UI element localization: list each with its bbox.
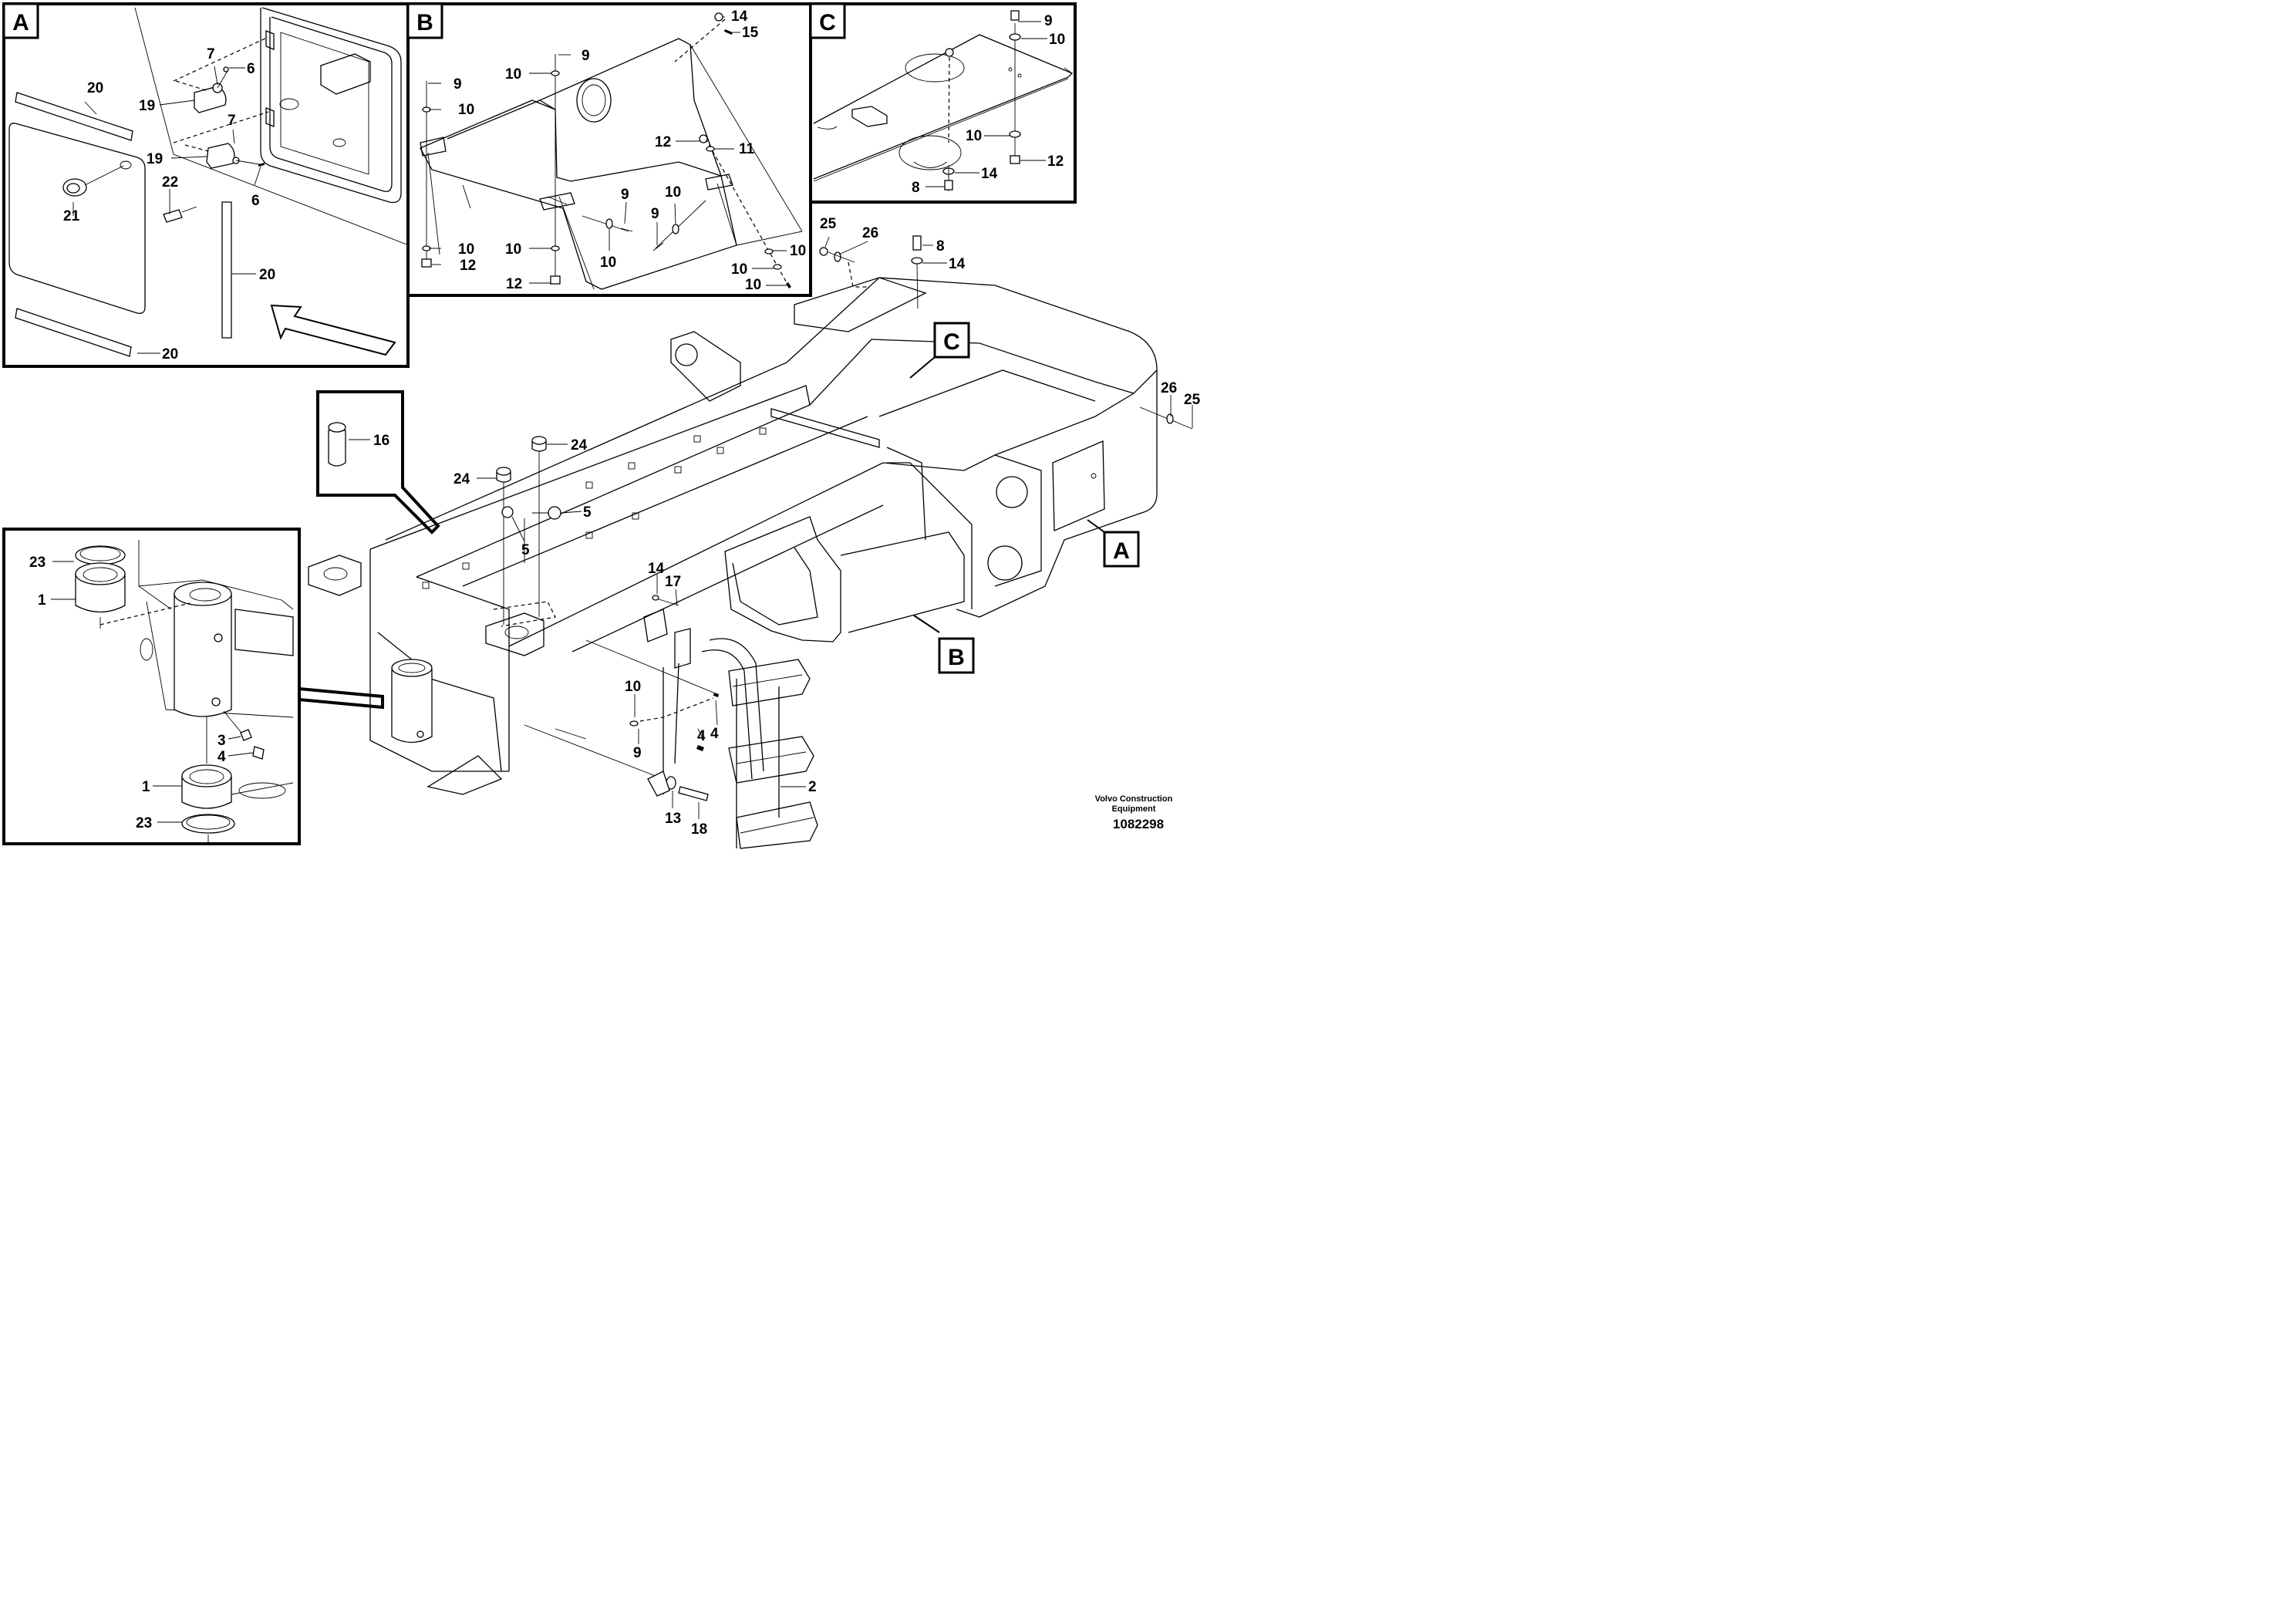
credit-line-2: Equipment: [1112, 804, 1156, 814]
callout-9: 9: [1044, 13, 1053, 29]
callout-26: 26: [862, 225, 878, 241]
callout-14: 14: [981, 166, 998, 182]
callout-1: 1: [142, 779, 150, 795]
callout-18: 18: [691, 821, 707, 838]
callout-7: 7: [207, 46, 215, 62]
callout-10: 10: [1049, 32, 1065, 48]
main-frame: 25 26 8 14 26 25 24 24 5 5 14 17 10 4 9 …: [308, 216, 1201, 849]
detail-16: 16: [316, 390, 440, 534]
callout-24: 24: [453, 471, 470, 487]
callout-20: 20: [259, 267, 275, 283]
callout-19: 19: [147, 151, 163, 167]
callout-6: 6: [251, 193, 260, 209]
svg-text:B: B: [948, 645, 965, 670]
callout-10: 10: [790, 243, 806, 259]
callout-9: 9: [621, 187, 629, 203]
callout-13: 13: [665, 811, 681, 827]
svg-text:C: C: [943, 329, 960, 355]
callout-12: 12: [655, 134, 671, 150]
callout-12: 12: [1047, 153, 1064, 170]
callout-2: 2: [808, 779, 817, 795]
callout-22: 22: [162, 174, 178, 191]
callout-6: 6: [247, 61, 255, 77]
callout-1: 1: [38, 592, 46, 609]
callout-4: 4: [697, 728, 706, 744]
callout-10: 10: [665, 184, 681, 201]
view-marker-b: B: [938, 637, 975, 674]
callout-9: 9: [633, 745, 642, 761]
panel-a: A: [2, 2, 410, 368]
document-number: 1082298: [1113, 817, 1164, 831]
detail-pin: 23 1 3 4 1 23: [2, 528, 384, 845]
callout-8: 8: [936, 238, 945, 255]
callout-17: 17: [665, 574, 681, 590]
callout-14: 14: [949, 256, 966, 272]
callout-12: 12: [460, 258, 476, 274]
credit-line-1: Volvo Construction: [1095, 794, 1173, 804]
callout-10: 10: [731, 261, 747, 278]
callout-3: 3: [217, 733, 226, 749]
callout-9: 9: [651, 206, 659, 222]
callout-21: 21: [63, 208, 80, 224]
callout-9: 10: [745, 277, 761, 293]
callout-8: 8: [912, 180, 920, 196]
panel-c-letter: C: [819, 10, 836, 35]
callout-10: 10: [458, 102, 474, 118]
callout-10: 10: [625, 679, 641, 695]
callout-19: 19: [139, 98, 155, 114]
view-marker-c: C: [933, 322, 970, 359]
callout-14: 14: [648, 561, 665, 577]
callout-10: 10: [966, 128, 982, 144]
panel-a-letter: A: [12, 10, 29, 35]
callout-4: 4: [710, 726, 719, 742]
callout-16: 16: [373, 433, 389, 449]
callout-23: 23: [29, 555, 46, 571]
callout-10: 10: [458, 241, 474, 258]
callout-11: 11: [739, 141, 755, 157]
callout-15: 15: [742, 25, 759, 41]
callout-9: 9: [453, 76, 462, 93]
callout-23: 23: [136, 815, 152, 831]
callout-12: 12: [506, 276, 522, 292]
panel-b-letter: B: [416, 10, 433, 35]
panel-c: C 9 10 10 12 14 8: [809, 2, 1077, 204]
parts-diagram: A: [2, 2, 1201, 849]
svg-text:A: A: [1113, 538, 1130, 564]
callout-4: 4: [217, 749, 226, 765]
callout-9: 9: [582, 48, 590, 64]
panel-b: B: [406, 2, 812, 297]
callout-5: 5: [583, 504, 592, 521]
callout-26: 26: [1161, 380, 1177, 396]
callout-10: 10: [600, 255, 616, 271]
callout-20: 20: [162, 346, 178, 363]
callout-5: 5: [521, 542, 530, 558]
callout-20: 20: [87, 80, 103, 96]
callout-24: 24: [571, 437, 588, 454]
view-marker-a: A: [1103, 531, 1140, 568]
callout-10: 10: [505, 66, 521, 83]
callout-25: 25: [820, 216, 837, 232]
callout-25: 25: [1184, 392, 1201, 408]
callout-10: 10: [505, 241, 521, 258]
callout-7: 7: [228, 113, 236, 129]
credit-block: Volvo Construction Equipment 1082298: [1095, 794, 1173, 831]
callout-14: 14: [731, 8, 748, 25]
